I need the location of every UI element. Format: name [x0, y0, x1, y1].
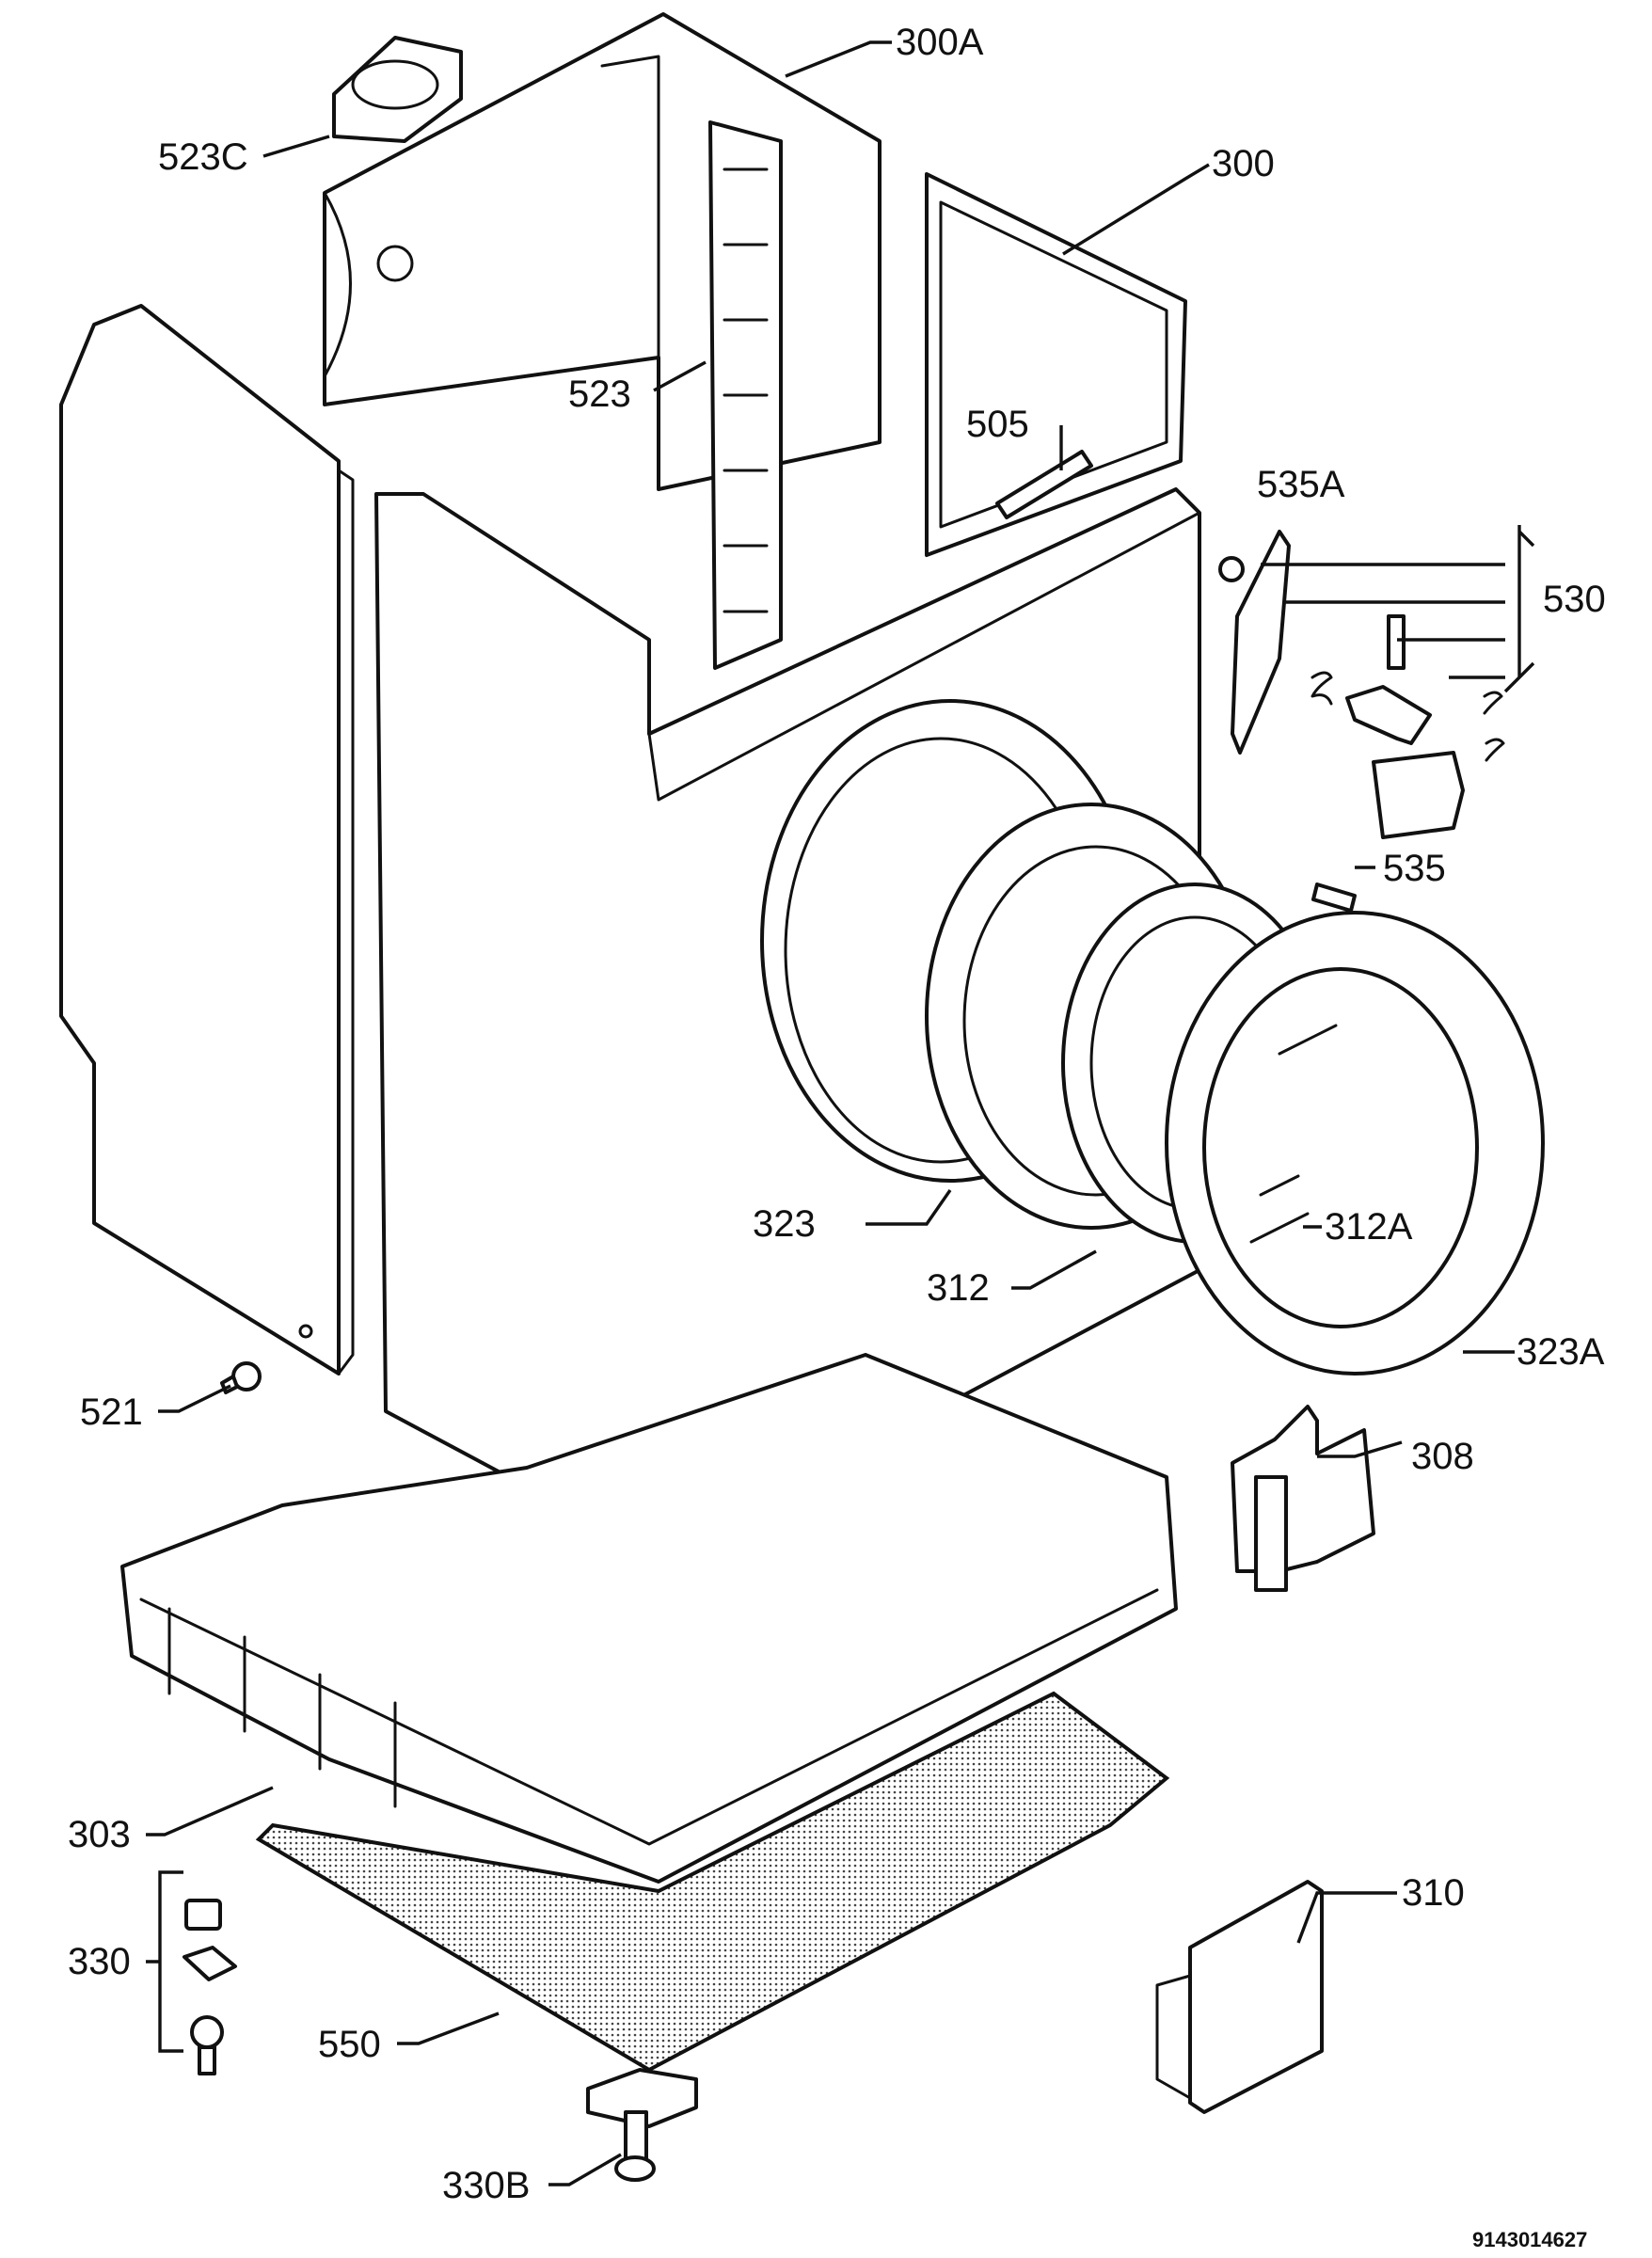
label-323A: 323A: [1517, 1331, 1605, 1373]
label-300A: 300A: [896, 22, 984, 63]
label-308: 308: [1411, 1436, 1474, 1477]
access-cover-310: [1155, 1880, 1324, 2114]
label-323: 323: [753, 1203, 816, 1245]
part-labels: 300A 523C 300 523 505 535A 530 535 323 3…: [68, 22, 1606, 2251]
support-bracket-523: [708, 120, 783, 670]
leader-lines: [146, 40, 1535, 2186]
label-550: 550: [318, 2024, 381, 2065]
label-330B: 330B: [442, 2165, 530, 2206]
fasteners-330: [183, 1899, 237, 2075]
label-523C: 523C: [158, 136, 248, 178]
base-frame-303: [120, 1353, 1178, 1884]
label-523: 523: [568, 374, 631, 415]
screw-521: [220, 1361, 262, 1394]
hinge-parts-530: [1218, 530, 1505, 839]
label-535: 535: [1383, 848, 1446, 889]
label-300: 300: [1212, 143, 1275, 184]
foot-330b: [586, 2068, 698, 2182]
label-521: 521: [80, 1391, 143, 1433]
door-outer-ring-323a: [1165, 911, 1545, 1375]
rod-505: [995, 450, 1093, 519]
doc-number: 9143014627: [1472, 2228, 1587, 2251]
top-clip-523c: [332, 36, 463, 143]
pin-535: [1311, 883, 1357, 913]
left-side-panel: [59, 304, 355, 1375]
filter-550: [255, 1691, 1170, 2073]
label-530: 530: [1543, 579, 1606, 620]
label-303: 303: [68, 1814, 131, 1855]
label-505: 505: [966, 404, 1029, 445]
label-312A: 312A: [1325, 1206, 1413, 1248]
top-frame-300: [925, 172, 1187, 557]
label-535A: 535A: [1257, 464, 1345, 505]
label-312: 312: [927, 1267, 990, 1309]
hinge-308: [1231, 1405, 1375, 1592]
label-330: 330: [68, 1941, 131, 1982]
label-310: 310: [1402, 1872, 1465, 1914]
